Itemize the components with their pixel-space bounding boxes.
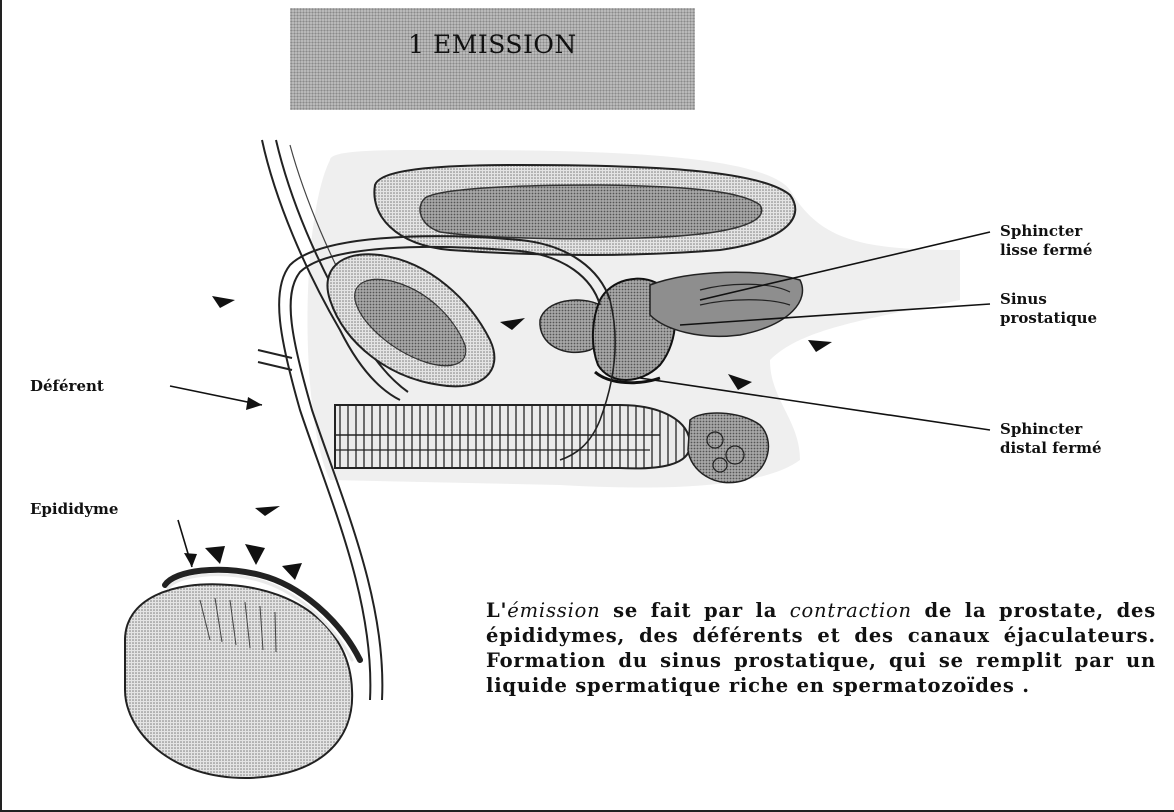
label-sphincter-distal: Sphincter distal fermé (1000, 420, 1102, 458)
label-sinus-line1: Sinus (1000, 290, 1097, 309)
label-sphincter-lisse: Sphincter lisse fermé (1000, 222, 1092, 260)
caption-paragraph: L'émission se fait par la contraction de… (486, 598, 1156, 698)
caption-emphasis-emission: émission (507, 599, 600, 622)
bulb (688, 413, 768, 483)
label-sphincter-lisse-line2: lisse fermé (1000, 241, 1092, 260)
label-sphincter-distal-line2: distal fermé (1000, 439, 1102, 458)
testis (125, 570, 360, 778)
label-epididyme: Epididyme (30, 500, 118, 519)
label-sphincter-distal-line1: Sphincter (1000, 420, 1102, 439)
bladder (374, 165, 795, 255)
penile-urethra (335, 405, 690, 468)
label-sinus-prostatique: Sinus prostatique (1000, 290, 1097, 328)
label-sinus-line2: prostatique (1000, 309, 1097, 328)
caption-part2: se fait par la (601, 599, 790, 622)
caption-emphasis-contraction: contraction (790, 599, 912, 622)
leader-arrowheads (184, 397, 262, 567)
caption-part1: L' (486, 599, 507, 622)
label-sphincter-lisse-line1: Sphincter (1000, 222, 1092, 241)
label-deferent: Déférent (30, 377, 104, 396)
